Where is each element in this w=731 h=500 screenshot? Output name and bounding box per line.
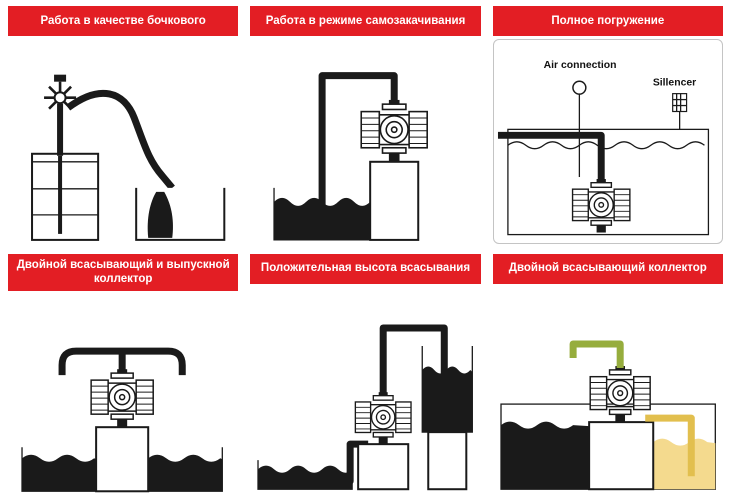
air-connection-label: Air connection (543, 60, 616, 71)
self-priming-diagram (273, 72, 429, 241)
panel-drawing (8, 291, 238, 495)
panel-title: Положительная высота всасывания (250, 253, 481, 284)
left-liquid (22, 455, 97, 492)
panel-drawing: Air connection Sillencer (492, 39, 723, 244)
water-line (507, 141, 705, 150)
barrel (31, 152, 100, 241)
elevated-tank-liquid (422, 366, 473, 432)
dark-liquid (500, 421, 589, 489)
suction-tube (58, 155, 63, 234)
panel-title: Работа в качестве бочкового (8, 6, 239, 36)
panel-drawing (493, 284, 723, 496)
pedestal (357, 442, 410, 490)
diaphragm-pump (589, 365, 651, 422)
panel-full-submersion: Полное погружение Air connection Sillenc… (492, 6, 723, 244)
inlet-pipe (497, 131, 605, 183)
submersion-diagram: Air connection Sillencer (497, 60, 709, 236)
silencer-icon (671, 93, 687, 130)
immersion-tank (506, 128, 709, 236)
panel-title: Полное погружение (492, 6, 723, 36)
tank-stand (427, 430, 468, 490)
panel-self-priming: Работа в режиме самозакачивания (250, 6, 481, 244)
suction-pipe (318, 72, 399, 217)
yellow-liquid (652, 438, 715, 489)
silencer-label: Sillencer (652, 78, 695, 89)
panel-positive-suction-height: Положительная высота всасывания (250, 253, 481, 496)
barrel-pump-diagram (31, 74, 226, 241)
tank-liquid (274, 197, 371, 240)
suction-height-diagram (257, 324, 474, 490)
manifold-pipes (58, 347, 186, 376)
poured-liquid (147, 191, 173, 238)
panel-barrel-pump: Работа в качестве бочкового (8, 6, 239, 244)
panel-dual-suction-manifold: Двойной всасывающий коллектор (492, 253, 723, 496)
green-discharge-pipe (569, 340, 624, 368)
diaphragm-pump (355, 391, 413, 444)
panel-title: Двойной всасывающий коллектор (492, 253, 723, 284)
pedestal (587, 420, 654, 490)
discharge-hose (65, 89, 175, 191)
source-liquid (258, 465, 353, 489)
yellow-suction-pipe (644, 414, 695, 476)
dual-manifold-diagram (21, 347, 223, 493)
dual-suction-diagram (500, 340, 716, 490)
panel-title: Двойной всасывающий и выпускной коллекто… (8, 253, 239, 292)
discharge-pipe (380, 324, 449, 394)
pedestal (95, 426, 150, 493)
diaphragm-pump (571, 179, 631, 233)
panel-drawing (250, 36, 480, 244)
panel-drawing (250, 284, 480, 496)
panel-title: Работа в режиме самозакачивания (250, 6, 481, 36)
riser-tube (57, 103, 64, 156)
panel-dual-suction-discharge-manifold: Двойной всасывающий и выпускной коллекто… (8, 253, 239, 496)
diaphragm-pump (90, 369, 154, 428)
diaphragm-pump (360, 99, 429, 162)
pump-stand (369, 160, 420, 241)
panel-drawing (8, 36, 238, 244)
right-liquid (148, 455, 223, 492)
